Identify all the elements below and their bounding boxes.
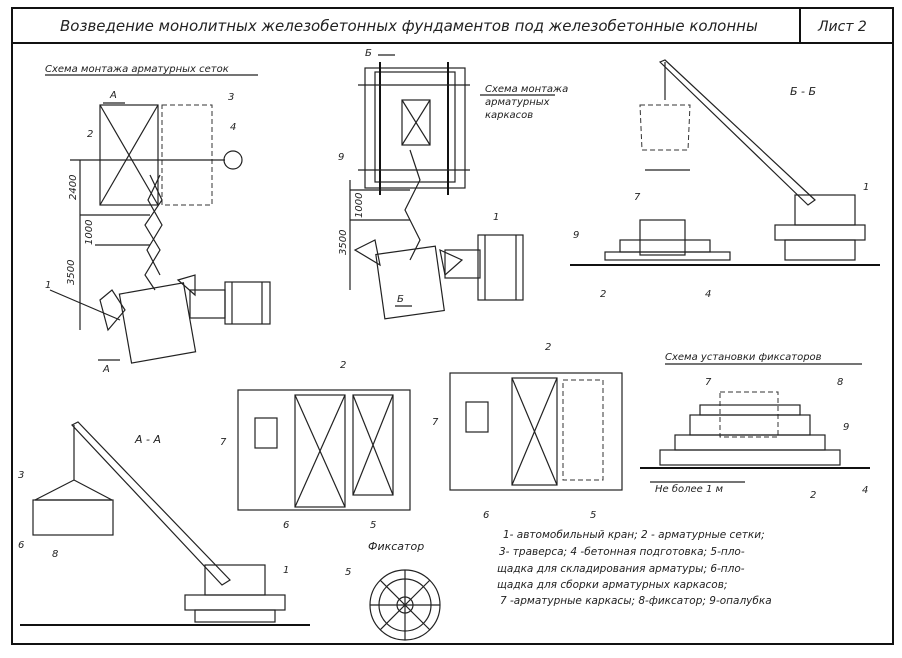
section-b-b: Б - Б 7 9 2 4 1 xyxy=(570,59,880,300)
callout-7-c: 7 xyxy=(432,417,439,428)
callout-4-b: 4 xyxy=(705,289,711,300)
callout-5: 5 xyxy=(370,520,376,531)
callout-2-d: 2 xyxy=(545,342,551,353)
callout-6-c: 6 xyxy=(483,510,489,521)
callout-8-b: 8 xyxy=(837,377,843,388)
section-aa-title: А - А xyxy=(134,433,161,446)
cage-heading-2: арматурных xyxy=(485,97,550,108)
sheet-border xyxy=(11,7,894,645)
section-a-a: А - А 3 6 8 1 xyxy=(18,421,310,626)
callout-7-d: 7 xyxy=(705,377,712,388)
max-spacing-label: Не более 1 м xyxy=(655,483,724,495)
callout-3-b: 3 xyxy=(18,470,24,481)
dim-1000-b: 1000 xyxy=(354,193,365,218)
callout-1-d: 1 xyxy=(283,565,289,576)
section-bb-title: Б - Б xyxy=(790,85,816,98)
legend-line-3: щадка для складирования арматуры; 6-пло- xyxy=(497,563,745,575)
dim-3500-b: 3500 xyxy=(338,230,349,255)
cut-mark-a-bottom: А xyxy=(102,364,110,375)
callout-9-c: 9 xyxy=(843,422,849,433)
dim-1000: 1000 xyxy=(84,220,95,245)
callout-3: 3 xyxy=(228,92,234,103)
mesh-install-heading: Схема монтажа арматурных сеток xyxy=(45,64,229,75)
fixator-install-scheme: Схема установки фиксаторов 7 8 9 Не боле… xyxy=(640,352,870,501)
callout-7: 7 xyxy=(634,192,641,203)
callout-8: 8 xyxy=(52,549,58,560)
fixator-install-heading: Схема установки фиксаторов xyxy=(665,352,822,363)
callout-6-b: 6 xyxy=(283,520,289,531)
mesh-install-scheme: Схема монтажа арматурных сеток А 2400 10… xyxy=(45,64,271,375)
sheet-title: Возведение монолитных железобетонных фун… xyxy=(60,17,758,35)
callout-9-b: 9 xyxy=(573,230,579,241)
sheet-number: Лист 2 xyxy=(817,19,867,35)
callout-1-b: 1 xyxy=(493,212,499,223)
legend-line-2: 3- траверса; 4 -бетонная подготовка; 5-п… xyxy=(499,546,745,558)
cut-mark-a-top: А xyxy=(109,90,117,101)
fixator-title: Фиксатор xyxy=(368,540,424,553)
callout-2-e: 2 xyxy=(810,490,816,501)
dim-3500: 3500 xyxy=(66,260,77,285)
cut-mark-b-bottom: Б xyxy=(397,294,404,305)
callout-1: 1 xyxy=(45,280,51,291)
cage-heading-1: Схема монтажа xyxy=(485,84,568,95)
legend-line-1: 1- автомобильный кран; 2 - арматурные се… xyxy=(503,529,765,541)
fixator-detail: Фиксатор 5 xyxy=(345,540,441,641)
callout-2: 2 xyxy=(87,129,93,140)
storage-area-left: 2 7 6 5 xyxy=(220,360,411,531)
dim-2400: 2400 xyxy=(68,175,79,200)
callout-2-c: 2 xyxy=(340,360,346,371)
callout-5-c: 5 xyxy=(345,567,351,578)
callout-1-c: 1 xyxy=(863,182,869,193)
cut-mark-b-top: Б xyxy=(365,48,372,59)
legend: 1- автомобильный кран; 2 - арматурные се… xyxy=(497,529,772,607)
callout-4: 4 xyxy=(230,122,236,133)
legend-line-5: 7 -арматурные каркасы; 8-фиксатор; 9-опа… xyxy=(500,595,772,607)
cage-heading-3: каркасов xyxy=(485,110,533,121)
cage-install-scheme: Б Схема монтажа арматурных каркасов 1000… xyxy=(338,48,568,320)
legend-line-4: щадка для сборки арматурных каркасов; xyxy=(497,579,727,591)
callout-4-c: 4 xyxy=(862,485,868,496)
callout-7-b: 7 xyxy=(220,437,227,448)
storage-area-right: 2 7 6 5 xyxy=(432,342,623,521)
callout-9: 9 xyxy=(338,152,344,163)
callout-2-b: 2 xyxy=(600,289,606,300)
callout-5-b: 5 xyxy=(590,510,596,521)
callout-6: 6 xyxy=(18,540,24,551)
